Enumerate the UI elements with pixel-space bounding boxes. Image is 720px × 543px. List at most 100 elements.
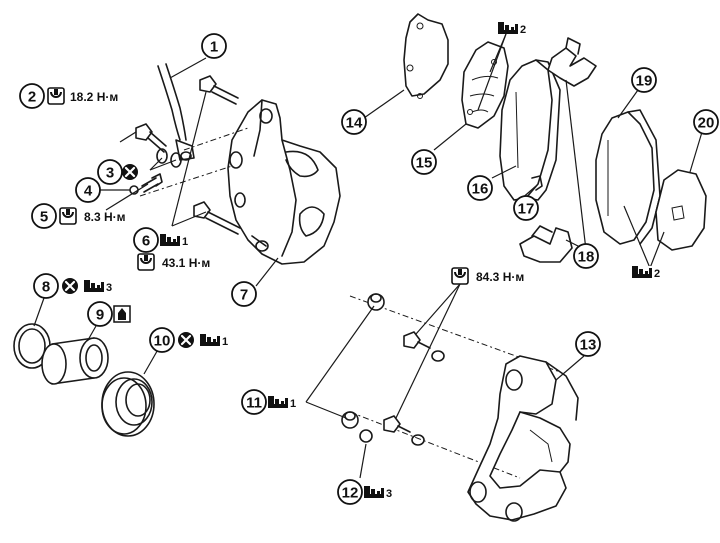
- callout-label: 16: [472, 181, 489, 198]
- callout-label: 3: [106, 165, 114, 182]
- callout-12: 12: [337, 479, 363, 505]
- callout-18: 18: [573, 243, 599, 269]
- do-not-reuse-icon: [176, 330, 196, 350]
- spec-15: 2: [498, 22, 526, 36]
- torque-spec-member: 84.3 Н·м: [451, 267, 524, 285]
- pin-bushing: [359, 429, 373, 443]
- callout-20: 20: [693, 109, 719, 135]
- callout-label: 19: [636, 73, 653, 90]
- callout-label: 18: [578, 249, 595, 266]
- callout-label: 12: [342, 485, 359, 502]
- callout-14: 14: [341, 109, 367, 135]
- torque-value: 84.3 Н·м: [476, 270, 524, 284]
- piston: [41, 337, 109, 385]
- torque-wrench-icon: [451, 267, 469, 285]
- callout-9: 9: [87, 301, 113, 327]
- callout-label: 9: [96, 307, 104, 324]
- pad-retainer-upper: [547, 37, 597, 87]
- callout-16: 16: [467, 175, 493, 201]
- callout-10: 10: [149, 327, 175, 353]
- torque-value: 18.2 Н·м: [70, 90, 118, 104]
- callout-3: 3: [97, 159, 123, 185]
- callout-label: 14: [346, 115, 363, 132]
- callout-15: 15: [411, 149, 437, 175]
- torque-wrench-icon: [47, 87, 65, 105]
- grease-icon: [200, 334, 220, 346]
- callout-11: 11: [241, 389, 267, 415]
- torque-value: 43.1 Н·м: [162, 256, 210, 270]
- grease-icon: [160, 234, 180, 246]
- do-not-reuse-icon: [120, 162, 140, 182]
- brake-hose: [157, 63, 195, 161]
- torque-member: [467, 355, 579, 522]
- torque-spec-5: 8.3 Н·м: [59, 207, 126, 225]
- grease-icon: [268, 396, 288, 408]
- grease-type: 3: [386, 488, 392, 500]
- torque-spec-6: 43.1 Н·м: [137, 253, 210, 271]
- spec-20: 2: [632, 266, 660, 280]
- callout-label: 4: [84, 183, 93, 200]
- callout-2: 2: [19, 83, 45, 109]
- torque-member-bolts: [383, 331, 445, 446]
- callout-label: 2: [28, 89, 36, 106]
- torque-spec-2: 18.2 Н·м: [47, 87, 118, 105]
- callout-label: 15: [416, 155, 433, 172]
- callout-label: 6: [142, 233, 150, 250]
- callout-label: 10: [154, 333, 171, 350]
- callout-7: 7: [231, 281, 257, 307]
- grease-icon: [364, 486, 384, 498]
- do-not-reuse-icon: [60, 276, 80, 296]
- spec-10: 1: [176, 330, 228, 350]
- outer-brake-pad: [595, 109, 661, 245]
- callout-6: 6: [133, 227, 159, 253]
- sliding-pin-bolts: [193, 75, 241, 235]
- pin-boots: [341, 293, 385, 429]
- union-bolt: [135, 123, 167, 153]
- inner-brake-pad: [499, 59, 561, 201]
- callout-label: 11: [246, 395, 262, 412]
- callout-label: 5: [40, 209, 48, 226]
- grease-type: 1: [290, 398, 296, 410]
- grease-icon: [84, 280, 104, 292]
- outer-pad-shim: [655, 169, 707, 251]
- grease-type: 1: [182, 236, 188, 248]
- grease-icon: [498, 22, 518, 34]
- pad-retainer-lower: [519, 225, 573, 263]
- grease-icon: [632, 266, 652, 278]
- grease-type: 2: [654, 268, 660, 280]
- callout-label: 7: [240, 287, 248, 304]
- spec-8: 3: [60, 276, 112, 296]
- callout-label: 1: [210, 39, 218, 56]
- callout-label: 17: [518, 201, 535, 218]
- grease-type: 1: [222, 336, 228, 348]
- torque-value: 8.3 Н·м: [84, 210, 126, 224]
- pad-wear-sensor: [531, 175, 543, 191]
- callout-17: 17: [513, 195, 539, 221]
- replace-mark-3: [120, 162, 140, 182]
- grease-type: 3: [106, 282, 112, 294]
- callout-8: 8: [33, 273, 59, 299]
- grease-type: 2: [520, 24, 526, 36]
- callout-label: 13: [580, 337, 597, 354]
- piston-boot: [101, 371, 155, 437]
- callout-label: 8: [42, 279, 50, 296]
- brake-fluid-icon: [113, 305, 131, 323]
- spec-12: 3: [364, 486, 392, 500]
- callout-13: 13: [575, 331, 601, 357]
- grease-spec-6: 1: [160, 234, 188, 248]
- outer-shim: [403, 13, 449, 99]
- copper-washers: [156, 148, 182, 168]
- callout-label: 20: [698, 115, 715, 132]
- spec-11: 1: [268, 396, 296, 410]
- torque-wrench-icon: [59, 207, 77, 225]
- inner-shim: [461, 41, 509, 129]
- caliper-housing: [227, 99, 341, 265]
- callout-5: 5: [31, 203, 57, 229]
- torque-wrench-icon: [137, 253, 155, 271]
- callout-4: 4: [75, 177, 101, 203]
- spec-9: [113, 305, 131, 323]
- leader-lines: [33, 33, 703, 479]
- callout-19: 19: [631, 67, 657, 93]
- callout-1: 1: [201, 33, 227, 59]
